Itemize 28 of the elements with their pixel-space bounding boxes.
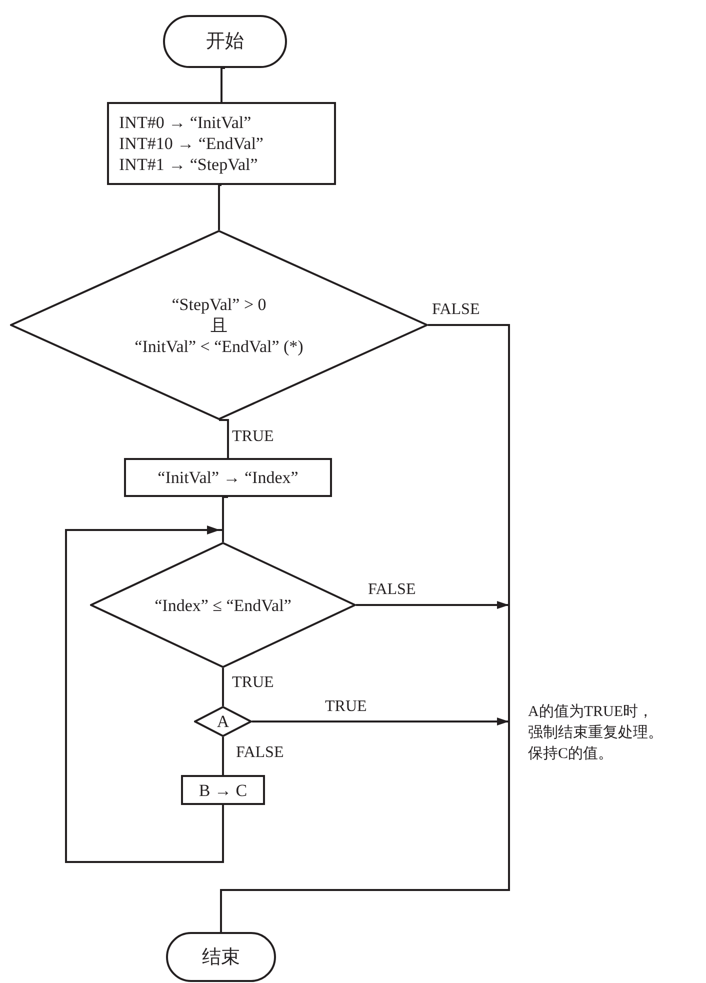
decision-diamond	[194, 706, 252, 737]
decision-diamond	[90, 542, 356, 668]
statement-text: “InitVal” → “Index”	[158, 467, 298, 488]
condition-text: “InitVal” < “EndVal” (*)	[134, 336, 304, 356]
connector-line	[219, 419, 229, 458]
statement-text: INT#0 → “InitVal”	[119, 112, 252, 133]
terminal-label: 开始	[206, 31, 244, 52]
decision-diamond	[10, 230, 428, 420]
note-text: A的值为TRUE时，强制结束重复处理。保持C的值。	[528, 702, 664, 764]
connector-line	[218, 184, 222, 230]
statement-text: INT#10 → “EndVal”	[119, 133, 264, 154]
connector-line	[220, 67, 225, 102]
condition-text: 且	[210, 314, 228, 336]
statement-text: INT#1 → “StepVal”	[119, 154, 258, 175]
condition-text: “Index” ≤ “EndVal”	[154, 594, 292, 616]
condition-text: “StepVal” > 0	[172, 294, 266, 314]
process-box	[124, 458, 332, 497]
terminal-label: 结束	[202, 946, 240, 968]
connector-line	[222, 668, 224, 706]
condition-text: A	[216, 711, 230, 732]
arrow	[65, 526, 224, 863]
arrow	[356, 601, 509, 609]
arrow	[252, 718, 509, 726]
connector-line	[220, 324, 510, 932]
connector-line	[222, 737, 224, 775]
process-box	[107, 102, 336, 185]
statement-text: B → C	[198, 780, 248, 800]
process-box	[181, 775, 265, 805]
